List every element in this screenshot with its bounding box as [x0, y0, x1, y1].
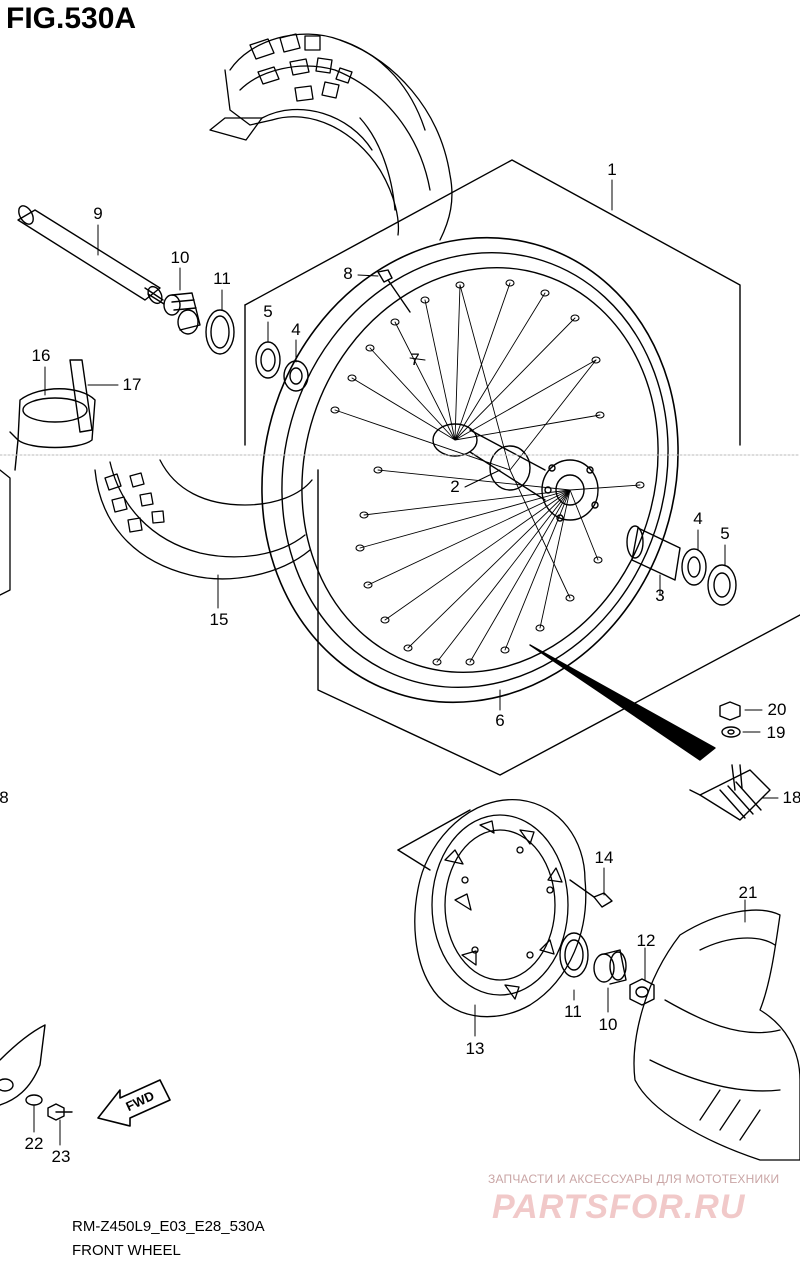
rim-lock-leader: [529, 644, 716, 761]
callout-4-lower: 4: [693, 509, 703, 528]
callout-5-lower: 5: [720, 524, 730, 543]
figure-title: FIG.530A: [6, 2, 137, 35]
rim-lock: [689, 764, 771, 821]
callout-5: 5: [263, 302, 273, 321]
callout-15: 15: [209, 610, 229, 629]
callout-8-edge: 8: [0, 788, 9, 807]
tire-lower: [0, 459, 313, 596]
disc-bolt: [569, 879, 613, 908]
callout-2: 2: [450, 477, 460, 496]
callout-3: 3: [655, 586, 665, 605]
tire-upper: [209, 33, 453, 241]
callout-22: 22: [24, 1134, 44, 1153]
callout-1: 1: [607, 160, 617, 179]
fender-bolt: [47, 1103, 73, 1121]
front-fender: [633, 909, 800, 1161]
watermark-tagline: ЗАПЧАСТИ И АКСЕССУАРЫ ДЛЯ МОТОТЕХНИКИ: [488, 1172, 780, 1186]
left-fender-fragment: [0, 1024, 46, 1106]
callout-4: 4: [291, 320, 301, 339]
callout-9: 9: [93, 204, 103, 223]
callout-16: 16: [31, 346, 51, 365]
callout-7: 7: [410, 350, 420, 369]
axle-nut: [629, 978, 655, 1006]
axle: [17, 205, 165, 305]
collar-lower: [593, 949, 627, 985]
callout-8: 8: [343, 264, 353, 283]
fender-washer: [25, 1094, 43, 1106]
watermark-logo: PARTSFOR.RU: [492, 1188, 746, 1226]
callout-14: 14: [594, 848, 614, 867]
bolt-rim: [377, 269, 411, 313]
fender-bracket: [9, 359, 96, 471]
frame-box-disc: [397, 849, 431, 871]
callout-10-lower: 10: [598, 1015, 618, 1034]
rim-lock-washer: [721, 726, 741, 738]
brake-disc: [414, 799, 587, 1018]
seal-bearing-upper: [255, 341, 309, 392]
callout-21: 21: [738, 883, 758, 902]
leader-lines: [33, 179, 779, 1146]
wheel-rim: [261, 236, 679, 704]
frame-box-upper: [244, 159, 741, 446]
oil-seal-lower: [559, 932, 589, 978]
spokes: [334, 282, 641, 663]
spacer-bearing-lower: [626, 525, 737, 606]
callout-6: 6: [495, 711, 505, 730]
collar-upper: [163, 292, 201, 335]
callout-11-lower: 11: [564, 1002, 582, 1021]
callout-20: 20: [767, 700, 787, 719]
callout-23: 23: [51, 1147, 71, 1166]
diagram-code: RM-Z450L9_E03_E28_530A: [72, 1218, 265, 1235]
callout-10: 10: [170, 248, 190, 267]
callout-13: 13: [465, 1039, 485, 1058]
rim-lock-nut: [719, 701, 741, 721]
oil-seal-upper: [205, 309, 235, 355]
callout-17: 17: [122, 375, 142, 394]
callout-11: 11: [213, 269, 231, 288]
fwd-arrow: [97, 1079, 171, 1127]
frame-box-lower: [317, 469, 800, 776]
callout-19: 19: [766, 723, 786, 742]
hub: [432, 423, 599, 522]
diagram-name: FRONT WHEEL: [72, 1242, 181, 1259]
callout-18: 18: [782, 788, 800, 807]
callout-12: 12: [636, 931, 656, 950]
